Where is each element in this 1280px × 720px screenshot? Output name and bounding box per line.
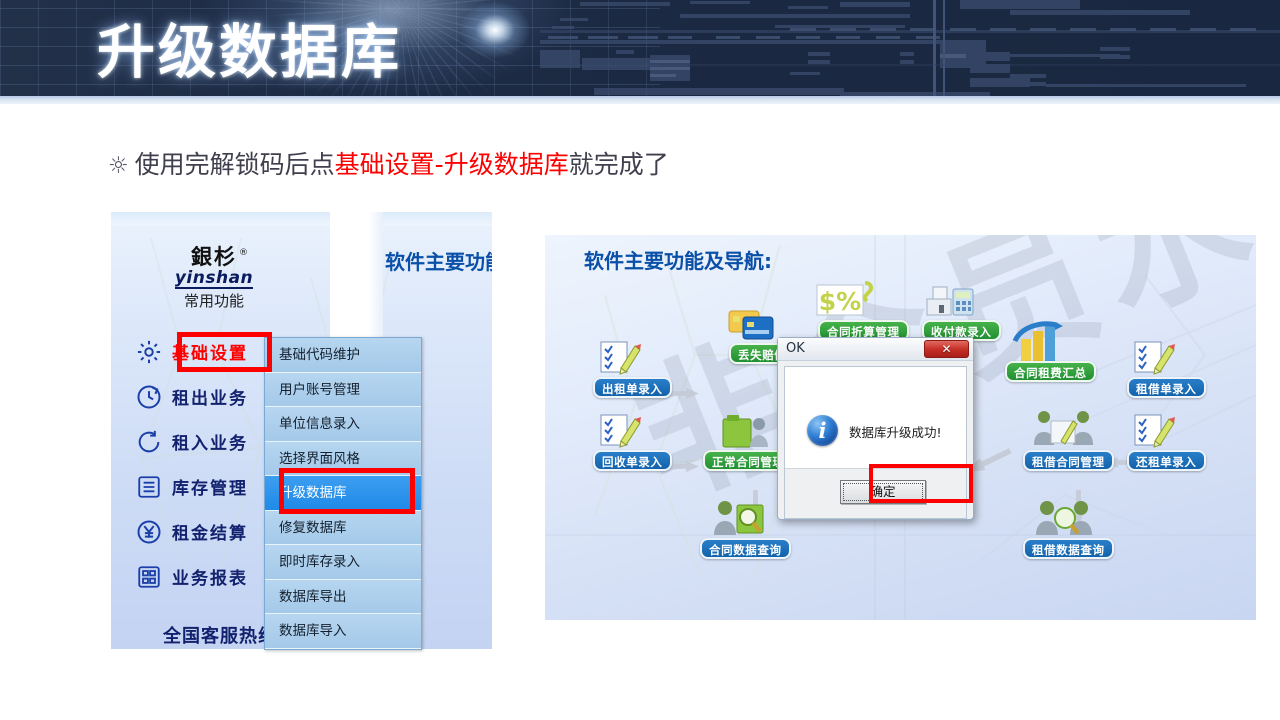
menu-item-database-import[interactable]: 数据库导入 xyxy=(265,614,421,649)
nav-node-lease-return-order-entry[interactable]: 还租单录入 xyxy=(1127,450,1206,471)
menu-item-database-export[interactable]: 数据库导出 xyxy=(265,579,421,614)
upgrade-success-dialog: OK ✕ i 数据库升级成功! 确定 xyxy=(777,337,974,520)
app-logo: 銀杉® yinshan 常用功能 xyxy=(155,246,273,312)
sidebar-label-rent-settlement: 租金结算 xyxy=(172,524,248,544)
registered-mark-icon: ® xyxy=(239,248,250,258)
menu-item-user-account-management[interactable]: 用户账号管理 xyxy=(265,372,421,407)
dialog-title-bar[interactable]: OK ✕ xyxy=(778,338,973,361)
banner-circuit-pattern xyxy=(540,0,1280,104)
info-icon: i xyxy=(807,415,838,446)
grid-report-icon xyxy=(132,561,166,593)
page-title: 升级数据库 xyxy=(97,18,403,86)
flow-arrow xyxy=(1105,457,1139,468)
sun-icon: ☼ xyxy=(108,153,129,179)
right-panel-headline: 软件主要功能及导航: xyxy=(584,249,772,273)
slide-banner: 升级数据库 xyxy=(0,0,1280,104)
menu-item-upgrade-database[interactable]: 升级数据库 xyxy=(265,476,421,511)
annotation-box-basic-settings xyxy=(177,332,272,372)
dialog-title-text: OK xyxy=(786,341,805,356)
flow-arrow xyxy=(665,461,699,472)
subtitle-highlight-basic-settings: 基础设置 xyxy=(334,150,435,179)
customer-hotline-label: 全国客服热线 xyxy=(163,626,277,647)
sidebar-label-rent-in: 租入业务 xyxy=(172,434,248,454)
confirm-button-label: 确定 xyxy=(870,484,896,499)
menu-item-repair-database[interactable]: 修复数据库 xyxy=(265,510,421,545)
logo-chinese-name: 銀杉® xyxy=(191,245,248,269)
refresh-circle-icon xyxy=(132,426,166,458)
nav-node-rental-order-entry[interactable]: 出租单录入 xyxy=(593,377,672,398)
subtitle-dash: - xyxy=(434,150,444,179)
clock-arrow-icon xyxy=(132,381,166,413)
subtitle-highlight-upgrade-db: 升级数据库 xyxy=(443,150,569,179)
subtitle-part2: 就完成了 xyxy=(568,150,669,179)
menu-item-unit-info-entry[interactable]: 单位信息录入 xyxy=(265,407,421,442)
logo-english-name: yinshan xyxy=(174,268,254,289)
sidebar-label-rent-out: 租出业务 xyxy=(172,389,248,409)
sidebar-label-reports: 业务报表 xyxy=(172,569,248,589)
subtitle-part1: 使用完解锁码后点 xyxy=(134,150,335,179)
annotation-box-confirm-button xyxy=(869,464,973,503)
left-panel-top-strip xyxy=(111,212,492,226)
sidebar-label-basic-settings: 基础设置 xyxy=(172,344,248,364)
close-icon[interactable]: ✕ xyxy=(924,340,969,358)
gear-icon xyxy=(132,336,166,368)
logo-cn-text: 銀杉 xyxy=(191,245,237,269)
list-icon xyxy=(132,471,166,503)
left-panel-headline: 软件主要功能及导航: xyxy=(385,250,492,274)
logo-subtitle: 常用功能 xyxy=(183,292,244,310)
nav-node-recovery-order-entry[interactable]: 回收单录入 xyxy=(593,450,672,471)
flow-arrow xyxy=(665,388,699,399)
nav-node-contract-data-query[interactable]: 合同数据查询 xyxy=(700,538,791,559)
annotation-box-upgrade-database xyxy=(279,468,415,514)
nav-node-normal-contract-management[interactable]: 正常合同管理 xyxy=(703,450,794,471)
menu-item-realtime-inventory-entry[interactable]: 即时库存录入 xyxy=(265,545,421,580)
dialog-body: i 数据库升级成功! 确定 xyxy=(784,366,967,519)
nav-node-lease-order-entry[interactable]: 租借单录入 xyxy=(1127,377,1206,398)
dialog-message: 数据库升级成功! xyxy=(849,425,942,440)
banner-lens-flare xyxy=(460,2,530,58)
menu-item-basic-code-maintenance[interactable]: 基础代码维护 xyxy=(265,338,421,373)
yen-circle-icon xyxy=(132,516,166,548)
nav-node-lease-contract-management[interactable]: 租借合同管理 xyxy=(1023,450,1114,471)
sidebar-label-inventory: 库存管理 xyxy=(172,479,248,499)
basic-settings-dropdown-menu[interactable]: 基础代码维护 用户账号管理 单位信息录入 选择界面风格 升级数据库 修复数据库 … xyxy=(264,337,422,650)
nav-node-lease-data-query[interactable]: 租借数据查询 xyxy=(1023,538,1114,559)
slide-subtitle: ☼使用完解锁码后点基础设置-升级数据库就完成了 xyxy=(108,148,669,183)
nav-node-contract-rent-summary[interactable]: 合同租费汇总 xyxy=(1005,361,1096,382)
banner-bottom-edge xyxy=(0,96,1280,104)
